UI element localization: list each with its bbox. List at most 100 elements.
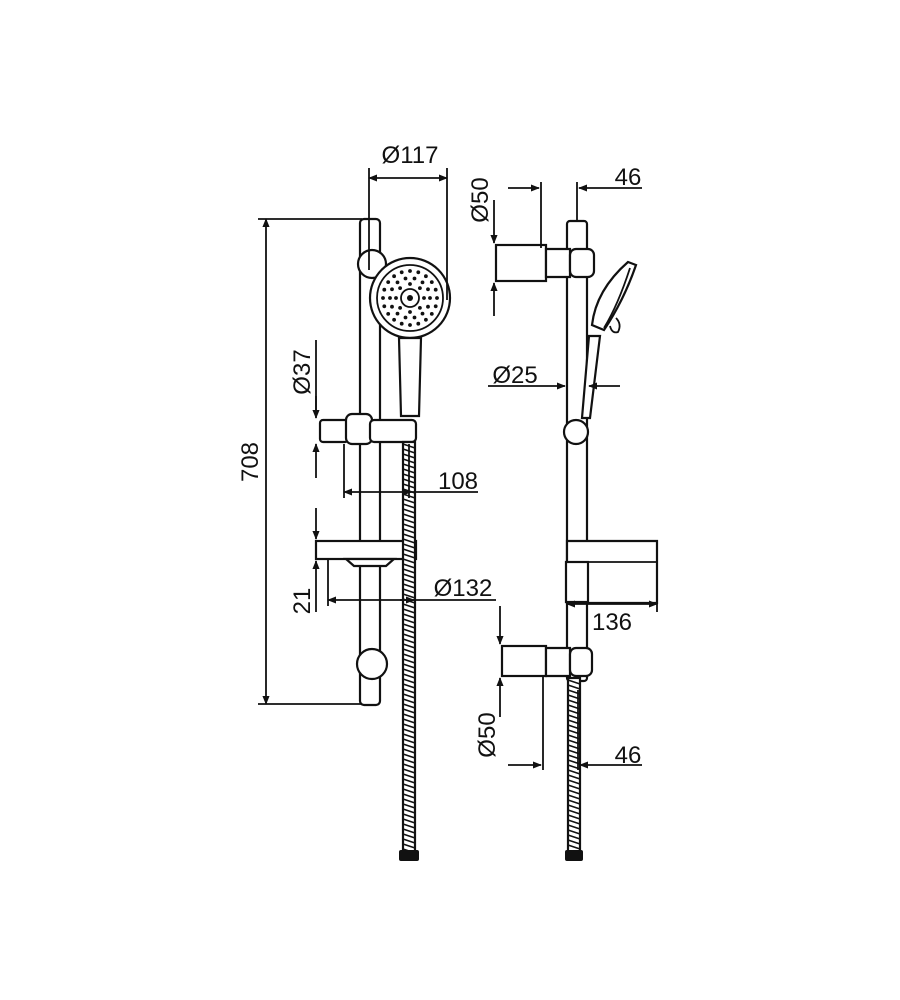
- hose-braid: [402, 733, 416, 739]
- hose-braid: [402, 503, 416, 509]
- hose-braid: [567, 684, 581, 690]
- nozzle-dot: [398, 286, 402, 290]
- nozzle-dot: [420, 311, 425, 316]
- nozzle-dot: [418, 286, 422, 290]
- hose-braid: [402, 548, 416, 554]
- front-shower-holder: [318, 412, 418, 446]
- hose-braid: [567, 809, 581, 815]
- front-hose-nut: [399, 850, 419, 861]
- hose-braid: [567, 829, 581, 835]
- side-bottom-bracket: [500, 644, 594, 678]
- side-shower-head: [580, 260, 638, 420]
- hose-braid: [402, 768, 416, 774]
- front-slide-rail: [358, 217, 382, 707]
- hose-braid: [402, 713, 416, 719]
- nozzle-dot: [403, 276, 408, 281]
- hose-braid: [402, 748, 416, 754]
- hose-braid: [567, 774, 581, 780]
- hose-braid: [402, 773, 416, 779]
- hose-braid: [402, 558, 416, 564]
- hose-braid: [402, 633, 416, 639]
- dim-front-shelf-height: 21: [289, 588, 316, 615]
- hose-braid: [402, 538, 416, 544]
- hose-braid: [402, 813, 416, 819]
- dim-front-holder-diameter: Ø37: [289, 349, 316, 394]
- hose-braid: [402, 523, 416, 529]
- front-shower-handle: [397, 336, 423, 418]
- side-soap-shelf: [564, 539, 659, 605]
- nozzle-dot: [408, 269, 412, 273]
- nozzle-dot: [399, 270, 404, 275]
- hose-braid: [402, 653, 416, 659]
- nozzle-dot: [428, 296, 432, 300]
- hose-braid: [402, 508, 416, 514]
- front-dimensions: Ø117 708 Ø37 108 21 Ø132: [237, 142, 496, 705]
- nozzle-dot: [408, 282, 412, 286]
- hose-braid: [402, 603, 416, 609]
- hose-braid: [402, 718, 416, 724]
- nozzle-dot: [403, 315, 408, 320]
- hose-braid: [402, 698, 416, 704]
- hose-braid: [402, 703, 416, 709]
- hose-braid: [402, 828, 416, 834]
- hose-braid: [402, 513, 416, 519]
- side-hose-nut: [565, 850, 583, 861]
- front-soap-shelf: [314, 539, 418, 568]
- hose-braid: [567, 794, 581, 800]
- dim-side-bottom-bracket-diameter: Ø50: [474, 712, 501, 757]
- hose-braid: [402, 568, 416, 574]
- nozzle-dot: [408, 323, 412, 327]
- front-bottom-bracket: [355, 647, 389, 681]
- hose-braid: [402, 798, 416, 804]
- nozzle-dot: [395, 311, 400, 316]
- hose-braid: [402, 688, 416, 694]
- hose-braid: [402, 583, 416, 589]
- dim-front-head-diameter: Ø117: [382, 142, 439, 169]
- hose-braid: [402, 753, 416, 759]
- hose-braid: [402, 518, 416, 524]
- hose-braid: [402, 743, 416, 749]
- nozzle-dot: [424, 317, 428, 322]
- hose-braid: [402, 638, 416, 644]
- hose-braid: [402, 588, 416, 594]
- hose-braid: [402, 738, 416, 744]
- hose-braid: [402, 563, 416, 569]
- nozzle-dot: [390, 287, 394, 292]
- hose-braid: [402, 578, 416, 584]
- hose-braid: [402, 608, 416, 614]
- nozzle-dot: [426, 287, 430, 292]
- hose-braid: [402, 693, 416, 699]
- hose-braid: [567, 784, 581, 790]
- nozzle-dot: [392, 274, 396, 279]
- nozzle-dot: [390, 304, 394, 309]
- hose-braid: [567, 789, 581, 795]
- hose-braid: [402, 788, 416, 794]
- front-top-bracket: [356, 248, 388, 280]
- nozzle-dot: [386, 280, 391, 284]
- hose-braid: [402, 618, 416, 624]
- nozzle-dot: [395, 280, 400, 285]
- nozzle-dot: [429, 312, 434, 316]
- nozzle-dot: [424, 274, 428, 279]
- hose-braid: [402, 573, 416, 579]
- front-shower-head: [368, 256, 452, 340]
- hose-braid: [402, 838, 416, 844]
- hose-braid: [402, 668, 416, 674]
- nozzle-dot: [433, 287, 438, 292]
- dim-side-top-bracket-diameter: Ø50: [467, 177, 494, 222]
- hose-braid: [402, 648, 416, 654]
- nozzle-dot: [412, 276, 417, 281]
- hose-braid: [402, 758, 416, 764]
- nozzle-dot: [386, 312, 391, 316]
- nozzle-dot: [399, 321, 404, 326]
- hose-braid: [402, 823, 416, 829]
- nozzle-dot: [382, 287, 387, 292]
- hose-braid: [402, 628, 416, 634]
- nozzle-dot: [416, 270, 421, 275]
- dim-side-shelf-depth: 136: [592, 609, 632, 636]
- hose-braid: [402, 623, 416, 629]
- hose-braid: [402, 543, 416, 549]
- hose-braid: [402, 723, 416, 729]
- hose-braid: [567, 799, 581, 805]
- hose-braid: [567, 814, 581, 820]
